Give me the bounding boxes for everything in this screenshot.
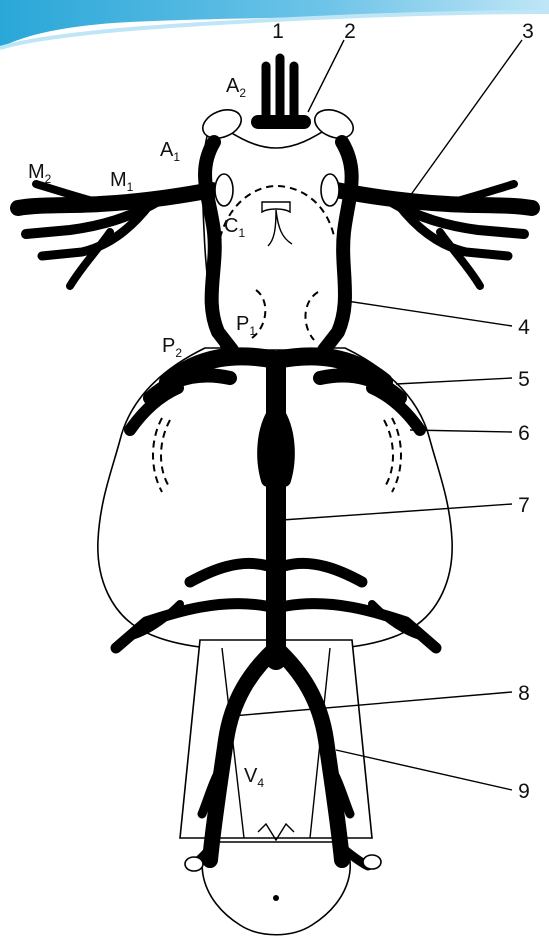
mcv-right-stump [321, 174, 339, 206]
stump-left-lower [185, 857, 203, 871]
medulla-outline [202, 842, 350, 935]
middle-cerebral-vein-left [18, 184, 212, 286]
callout-2: 2 [344, 20, 356, 43]
mcv-left-stump [215, 174, 233, 206]
callout-1: 1 [272, 20, 284, 43]
label-a1: A1 [160, 139, 180, 164]
callout-7: 7 [518, 494, 530, 517]
stump-right-lower [363, 855, 381, 869]
label-m1: M1 [110, 169, 134, 194]
middle-cerebral-vein-right [336, 184, 532, 286]
superior-vermian-vein [264, 362, 288, 660]
obex-dot [273, 895, 279, 901]
label-p2: P2 [162, 335, 182, 360]
label-m2: M2 [28, 161, 52, 186]
callout-9: 9 [518, 780, 530, 803]
callout-6: 6 [518, 422, 530, 445]
label-a2: A2 [226, 75, 246, 100]
internal-cerebral-veins [258, 58, 304, 122]
callout-4: 4 [518, 316, 530, 339]
callout-5: 5 [518, 368, 530, 391]
callout-3: 3 [522, 20, 534, 43]
callout-8: 8 [518, 682, 530, 705]
